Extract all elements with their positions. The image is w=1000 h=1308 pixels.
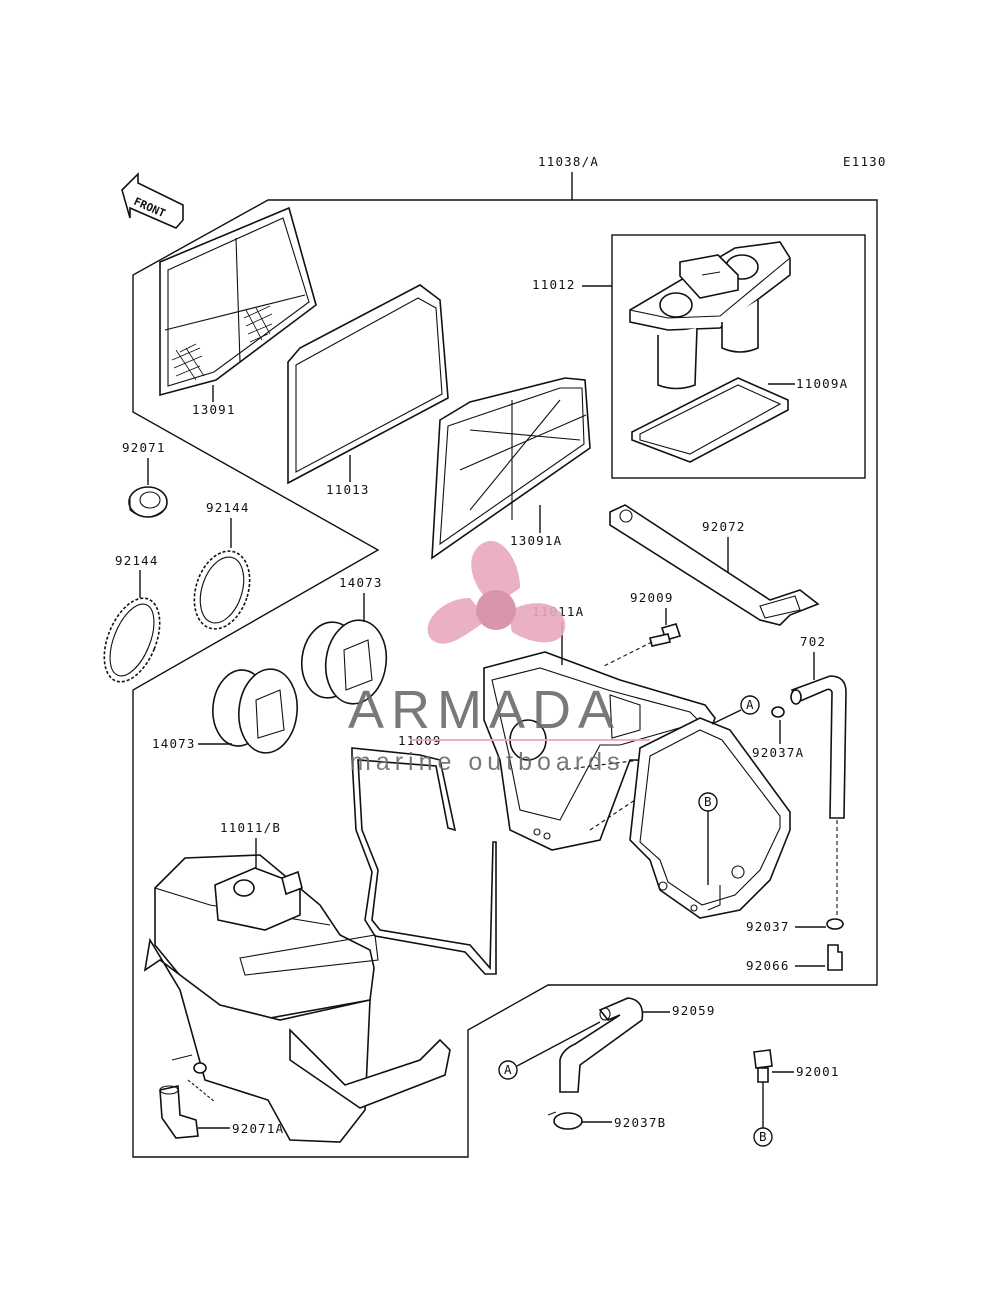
callout-b-lower-label: B — [759, 1129, 768, 1144]
air-case-upper — [483, 651, 716, 851]
callout-a-lower-label: A — [504, 1062, 513, 1077]
watermark-tagline: marine outboards — [350, 748, 625, 776]
fitting-92066 — [827, 944, 843, 971]
filter-element — [287, 284, 449, 485]
gasket-11009a — [631, 377, 789, 463]
callout-a-upper-label: A — [746, 697, 755, 712]
clamp-92144-lower — [103, 597, 161, 683]
gasket-11009 — [351, 747, 497, 975]
callout-b-upper-label: B — [704, 794, 713, 809]
label-13091a: 13091A — [510, 533, 562, 548]
clip-92037a — [771, 706, 785, 718]
label-11013: 11013 — [326, 482, 370, 497]
air-case-tray — [629, 717, 791, 919]
label-92001: 92001 — [796, 1064, 840, 1079]
label-14073-upper: 14073 — [339, 575, 383, 590]
label-92037a: 92037A — [752, 745, 804, 760]
label-92037b: 92037B — [614, 1115, 666, 1130]
strap-92072 — [609, 504, 820, 626]
hose-92059 — [559, 997, 644, 1093]
label-92072: 92072 — [702, 519, 746, 534]
inset-box-11012 — [611, 234, 866, 479]
bolt-92009 — [649, 623, 682, 647]
filter-frame — [431, 377, 591, 560]
elbow-92071a — [159, 1085, 199, 1139]
intake-duct — [629, 241, 791, 390]
label-92144-lower: 92144 — [115, 553, 159, 568]
armada-watermark: ARMADA marine outboards — [348, 540, 650, 776]
grommet-92071 — [128, 486, 168, 518]
callout-b-lower — [753, 1127, 773, 1147]
clip-92037 — [826, 918, 844, 930]
bolt-92001 — [753, 1049, 773, 1083]
assembly-boundary — [132, 199, 878, 1158]
label-92059: 92059 — [672, 1003, 716, 1018]
air-case-lower — [143, 854, 451, 1143]
front-arrow-icon: FRONT — [121, 172, 184, 229]
label-92071a: 92071A — [232, 1121, 284, 1136]
callout-a-upper — [740, 695, 760, 715]
label-11011b: 11011/B — [220, 820, 281, 835]
label-11012: 11012 — [532, 277, 576, 292]
label-14073-lower: 14073 — [152, 736, 196, 751]
label-13091: 13091 — [192, 402, 236, 417]
label-92066: 92066 — [746, 958, 790, 973]
duct-14073-lower — [212, 668, 298, 754]
watermark-brand: ARMADA — [348, 680, 621, 740]
duct-14073-upper — [300, 619, 388, 705]
hose-702 — [790, 675, 847, 915]
label-92144-upper: 92144 — [206, 500, 250, 515]
diagram-code: E1130 — [843, 154, 887, 169]
clamp-92144-upper — [193, 550, 251, 630]
label-11038a: 11038/A — [538, 154, 599, 169]
label-92071: 92071 — [122, 440, 166, 455]
label-702: 702 — [800, 634, 826, 649]
air-filter-screen — [159, 206, 317, 397]
label-92037: 92037 — [746, 919, 790, 934]
clip-92037b — [547, 1111, 583, 1130]
callout-a-lower — [498, 1060, 518, 1080]
propeller-logo-icon — [427, 540, 566, 644]
label-92009: 92009 — [630, 590, 674, 605]
label-11009a: 11009A — [796, 376, 848, 391]
